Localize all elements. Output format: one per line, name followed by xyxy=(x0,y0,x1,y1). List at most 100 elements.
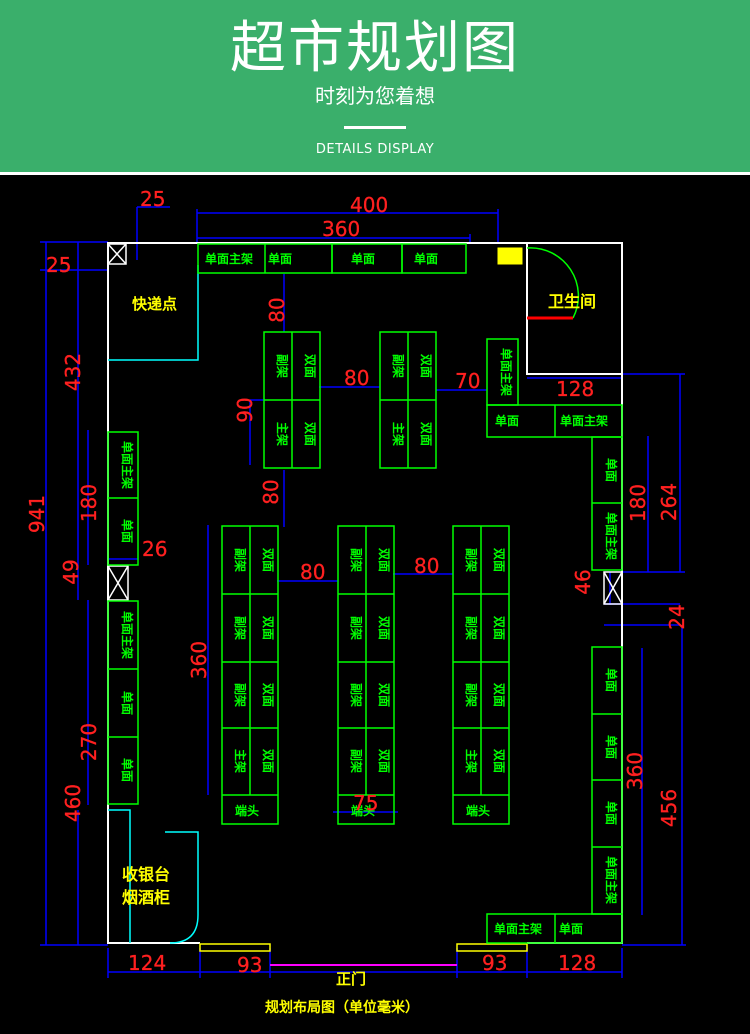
floor-plan: 单面主架 单面 单面 单面 单面 单面主架 单面主架 单面 端头 端头 端头 副… xyxy=(25,187,689,1016)
shelf-label: 副架 xyxy=(275,354,290,378)
shelf-label: 双面 xyxy=(303,354,317,378)
dimension-label: 93 xyxy=(482,951,507,975)
restroom-fixture xyxy=(496,246,524,266)
shelf-label: 单面主架 xyxy=(604,856,619,904)
plan-caption: 规划布局图（单位毫米） xyxy=(265,999,419,1016)
dimension-label: 80 xyxy=(300,560,325,584)
shelf-label: 副架 xyxy=(349,616,364,640)
page-subtitle: 时刻为您着想 xyxy=(315,84,435,108)
shelf-label: 端头 xyxy=(466,803,490,818)
header-divider xyxy=(344,126,406,129)
shelf-label: 单面 xyxy=(414,251,438,266)
entrance-label: 正门 xyxy=(336,970,366,988)
shelf-label: 单面 xyxy=(604,458,619,482)
dimension-label: 93 xyxy=(237,953,262,977)
shelf-label: 单面 xyxy=(268,251,292,266)
shelf-label: 单面 xyxy=(604,668,619,692)
shelf-label: 副架 xyxy=(349,683,364,707)
shelf-label: 单面 xyxy=(604,735,619,759)
shelf-label: 双面 xyxy=(377,683,391,707)
dimension-label: 180 xyxy=(77,484,101,522)
restroom-door xyxy=(526,247,580,319)
dimension-label: 90 xyxy=(233,397,257,422)
shelf-label: 单面 xyxy=(495,413,519,428)
page-title: 超市规划图 xyxy=(230,16,520,81)
dimension-label: 180 xyxy=(626,484,650,522)
dimension-label: 70 xyxy=(455,369,480,393)
shelf-label: 双面 xyxy=(303,422,317,446)
dimension-label: 80 xyxy=(344,366,369,390)
shelf-label: 双面 xyxy=(261,683,275,707)
shelf-label: 单面 xyxy=(559,921,583,936)
dimension-label: 24 xyxy=(665,604,689,629)
shelf-label: 单面主架 xyxy=(205,251,253,266)
dimension-lines xyxy=(40,206,686,978)
dimension-label: 270 xyxy=(77,723,101,761)
shelf-label: 双面 xyxy=(419,354,433,378)
header-separator xyxy=(0,172,750,175)
shelf-label: 副架 xyxy=(391,354,406,378)
dimension-label: 80 xyxy=(259,479,283,504)
shelf-label: 单面 xyxy=(120,519,135,543)
door-left xyxy=(199,943,271,952)
shelf-label: 双面 xyxy=(492,548,506,572)
shelf-label: 双面 xyxy=(261,749,275,773)
shelf-label: 双面 xyxy=(419,422,433,446)
shelf-label: 单面主架 xyxy=(120,611,135,659)
columns xyxy=(107,243,623,605)
cashier-zone-outline xyxy=(108,809,199,944)
shelf-label: 主架 xyxy=(391,422,406,446)
dimension-label: 80 xyxy=(414,554,439,578)
dimension-label: 25 xyxy=(46,253,71,277)
cashier-label: 收银台 xyxy=(122,865,170,884)
shelf-label: 双面 xyxy=(377,616,391,640)
dimension-label: 264 xyxy=(657,483,681,521)
shelf-label: 双面 xyxy=(377,749,391,773)
shelf-label: 双面 xyxy=(377,548,391,572)
shelf-label: 单面 xyxy=(604,801,619,825)
details-display-label: DETAILS DISPLAY xyxy=(315,142,435,157)
dimension-label: 460 xyxy=(61,784,85,822)
shelf-label: 单面 xyxy=(120,758,135,782)
page-header: 超市规划图 时刻为您着想 DETAILS DISPLAY xyxy=(0,0,750,172)
dimension-label: 360 xyxy=(322,217,360,241)
shelf-label: 主架 xyxy=(275,422,290,446)
dimension-label: 360 xyxy=(187,641,211,679)
shelf-label: 端头 xyxy=(351,803,375,818)
express-point-label: 快递点 xyxy=(132,295,177,313)
shelf-label: 双面 xyxy=(261,548,275,572)
dimension-label: 80 xyxy=(265,297,289,322)
shelf-label: 副架 xyxy=(464,548,479,572)
dimension-label: 128 xyxy=(556,377,594,401)
shelf-label: 单面主架 xyxy=(560,413,608,428)
shelf-label: 单面 xyxy=(120,691,135,715)
dimension-label: 360 xyxy=(623,752,647,790)
shelf-label: 副架 xyxy=(233,683,248,707)
dimension-label: 75 xyxy=(353,791,378,815)
shelf-label: 端头 xyxy=(235,803,259,818)
shelf-label: 副架 xyxy=(233,548,248,572)
shelf-label: 副架 xyxy=(464,616,479,640)
shelf-label: 副架 xyxy=(464,683,479,707)
walls xyxy=(107,242,623,944)
dimension-label: 26 xyxy=(142,537,167,561)
shelf-label: 副架 xyxy=(233,616,248,640)
shelf-label: 单面主架 xyxy=(120,441,135,489)
dimension-label: 432 xyxy=(61,353,85,391)
shelf-label: 主架 xyxy=(233,749,248,773)
dimension-label: 456 xyxy=(657,789,681,827)
dimension-label: 124 xyxy=(128,951,166,975)
dimension-label: 941 xyxy=(25,495,49,533)
dimension-label: 128 xyxy=(558,951,596,975)
shelf-label: 单面主架 xyxy=(604,512,619,560)
shelf-label: 单面 xyxy=(351,251,375,266)
shelf-label: 单面主架 xyxy=(494,921,542,936)
shelf-label: 双面 xyxy=(492,749,506,773)
restroom-label: 卫生间 xyxy=(548,292,596,311)
shelf-label: 主架 xyxy=(464,749,479,773)
dimension-label: 400 xyxy=(350,193,388,217)
shelf-label: 副架 xyxy=(349,548,364,572)
shelves xyxy=(107,243,623,944)
door-right xyxy=(456,943,528,952)
shelf-label: 双面 xyxy=(261,616,275,640)
